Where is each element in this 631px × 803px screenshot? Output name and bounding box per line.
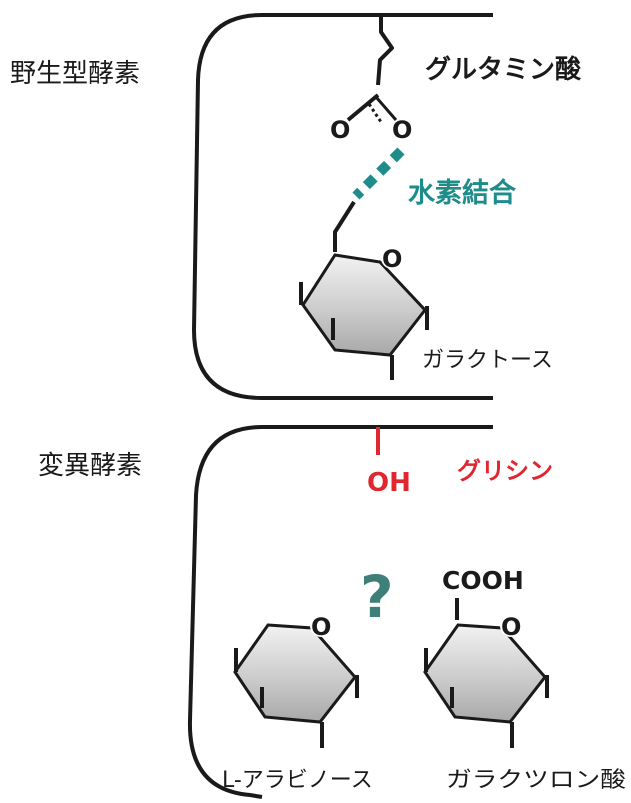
galacturonic-ring-oxygen-bg (500, 615, 522, 637)
glutamate-label: グルタミン酸 (425, 55, 582, 85)
hydrogen-bond-label: 水素結合 (408, 177, 516, 209)
carboxyl-bond-right-a (374, 96, 398, 121)
cooh-label: COOH (442, 566, 524, 595)
question-mark: ? (360, 563, 394, 631)
glycine-oh-label: OH (367, 468, 411, 498)
mutant-enzyme-label: 変異酵素 (38, 451, 142, 481)
carboxyl-oxygen-left: O (330, 116, 350, 144)
hydrogen-bond-dashes (352, 147, 405, 200)
galactose-ring-oxygen-bg (381, 247, 403, 269)
arabinose-label: L-アラビノース (222, 768, 373, 793)
galacturonic-label: ガラクツロン酸 (446, 768, 626, 793)
galacturonic-ring-oxygen: O (501, 613, 521, 641)
galactose-ch2-linker (333, 200, 356, 252)
galactose-label: ガラクトース (422, 348, 553, 373)
galactose-ring-oxygen: O (382, 245, 402, 273)
mutant-enzyme-pocket (187, 425, 493, 799)
carboxyl-oxygen-right: O (392, 116, 412, 144)
glycine-label: グリシン (457, 457, 553, 485)
carboxyl-bond-right-b (367, 103, 383, 123)
arabinose-ring-oxygen: O (311, 613, 331, 641)
arabinose-ring-oxygen-bg (310, 615, 332, 637)
arabinose-ring (233, 623, 357, 724)
galacturonic-ring (423, 623, 547, 724)
glutamate-side-chain (376, 15, 394, 86)
wild-enzyme-pocket (191, 13, 493, 400)
carboxyl-bond-left (346, 93, 380, 122)
galactose-ring (301, 253, 427, 357)
wild-enzyme-label: 野生型酵素 (10, 59, 140, 89)
